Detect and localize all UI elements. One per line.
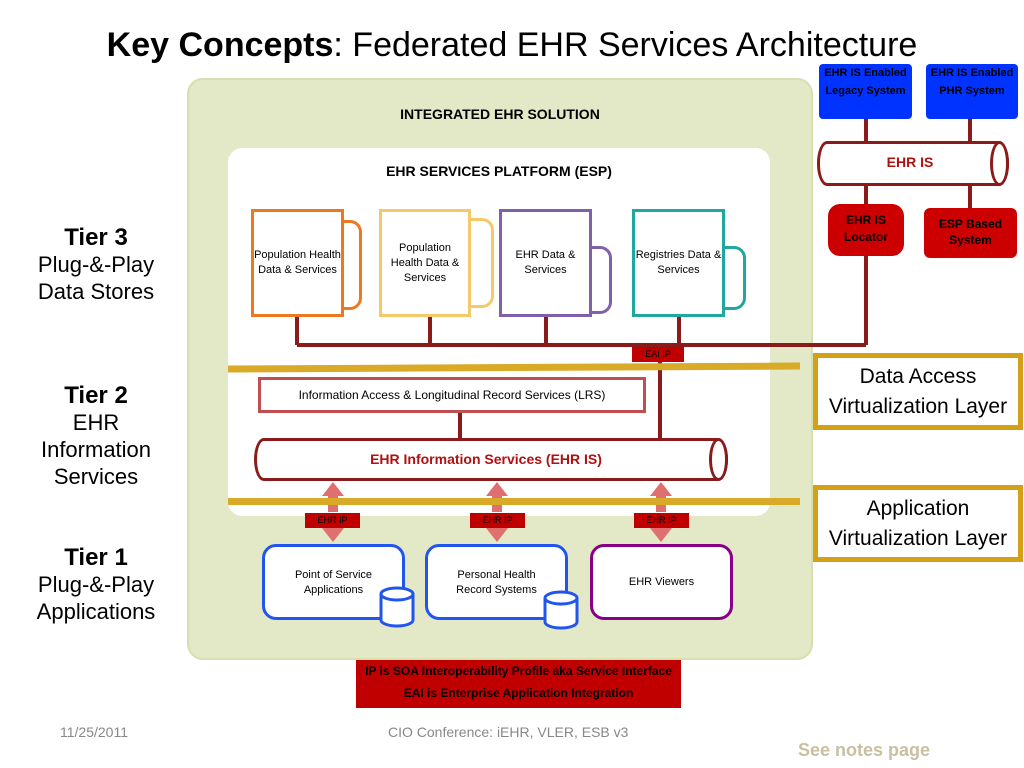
tier-heading: Tier 3 — [64, 224, 128, 251]
app-label: Personal Health Record Systems — [456, 569, 537, 596]
phr-system-box: EHR IS Enabled PHR System — [926, 64, 1018, 119]
application-layer-box: Application Virtualization Layer — [813, 485, 1023, 562]
database-icon — [543, 590, 579, 630]
lrs-box: Information Access & Longitudinal Record… — [258, 377, 646, 413]
footer-conference: CIO Conference: iEHR, VLER, ESB v3 — [388, 724, 629, 740]
title-rest: : Federated EHR Services Architecture — [333, 26, 918, 64]
ehr-ip-badge: EHR IP — [470, 513, 525, 528]
app-label: Point of Service Applications — [294, 569, 373, 596]
tier-heading: Tier 1 — [64, 544, 128, 571]
data-store-label: Population Health Data & Services — [379, 209, 471, 317]
app-label: EHR Viewers — [628, 576, 695, 588]
esp-label: EHR SERVICES PLATFORM (ESP) — [386, 163, 612, 179]
notes-line-1: IP is SOA Interoperability Profile aka S… — [365, 664, 672, 678]
tier-line: Applications — [36, 599, 156, 624]
tier-line: EHR — [72, 410, 120, 435]
data-store-label: Registries Data & Services — [632, 209, 725, 317]
tier-line: Services — [53, 464, 139, 489]
tier-line: Plug-&-Play — [37, 572, 155, 597]
legacy-system-box: EHR IS Enabled Legacy System — [819, 64, 912, 119]
ehr-is-bus — [254, 438, 728, 481]
data-store-label: Population Health Data & Services — [251, 209, 344, 317]
notes-bar: IP is SOA Interoperability Profile aka S… — [356, 660, 681, 708]
ehr-is-cylinder — [817, 141, 1009, 186]
data-store-label: EHR Data & Services — [499, 209, 592, 317]
notes-line-2: EAI is Enterprise Application Integratio… — [403, 686, 634, 700]
see-notes-link: See notes page — [798, 740, 931, 760]
ehr-ip-badge: EHR IP — [634, 513, 689, 528]
title-bold: Key Concepts — [106, 26, 334, 64]
ehr-ip-badge: EHR IP — [305, 513, 360, 528]
esp-based-system-box: ESP Based System — [924, 208, 1017, 258]
integrated-label: INTEGRATED EHR SOLUTION — [400, 106, 600, 122]
footer-date: 11/25/2011 — [60, 724, 128, 740]
ehr-is-locator-box: EHR IS Locator — [828, 204, 904, 256]
tier-line: Information — [40, 437, 152, 462]
tier-line: Plug-&-Play — [37, 252, 155, 277]
tier-1-label: Tier 1 Plug-&-Play Applications — [18, 544, 174, 625]
ehr-is-cylinder-label: EHR IS — [886, 154, 934, 170]
tier-2-label: Tier 2 EHR Information Services — [18, 382, 174, 490]
tier-3-label: Tier 3 Plug-&-Play Data Stores — [18, 224, 174, 305]
ehr-is-bus-cap — [709, 438, 728, 481]
ehr-is-bus-label: EHR Information Services (EHR IS) — [370, 451, 602, 467]
ehr-viewers-app: EHR Viewers — [590, 544, 733, 620]
application-band — [228, 498, 800, 505]
page-title: Key Concepts: Federated EHR Services Arc… — [0, 26, 1024, 65]
database-icon — [379, 586, 415, 628]
tier-line: Data Stores — [37, 279, 155, 304]
tier-heading: Tier 2 — [64, 382, 128, 409]
ehr-is-cylinder-cap — [990, 141, 1009, 186]
eai-ip-badge: EAI IP — [632, 347, 684, 362]
data-access-layer-box: Data Access Virtualization Layer — [813, 353, 1023, 430]
